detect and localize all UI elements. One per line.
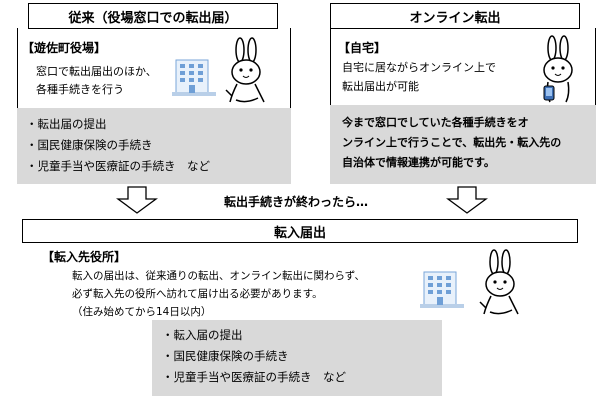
left-item-1: ・転出届の提出 bbox=[26, 117, 107, 131]
right-panel-header-text: オンライン転出 bbox=[409, 10, 501, 26]
bottom-panel-header: 転入届出 bbox=[22, 219, 578, 243]
bottom-panel-header-text: 転入届出 bbox=[273, 225, 326, 241]
down-arrow-left-icon bbox=[116, 186, 158, 214]
left-desc-line-2: 各種手続きを行う bbox=[36, 83, 124, 96]
bottom-desc-line-2: 必ず転入先の役所へ訪れて届け出る必要があります。 bbox=[72, 288, 323, 300]
bottom-item-3: ・児童手当や医療証の手続き など bbox=[162, 370, 346, 384]
bottom-items-box bbox=[152, 320, 442, 396]
home-label: 【自宅】 bbox=[338, 41, 387, 55]
left-item-2: ・国民健康保険の手続き bbox=[26, 138, 153, 152]
left-panel-header: 従来（役場窓口での転出届） bbox=[28, 3, 278, 29]
rabbit-mascot-icon bbox=[479, 249, 519, 315]
transition-text: 転出手続きが終わったら… bbox=[224, 195, 369, 209]
building-icon bbox=[172, 59, 216, 96]
down-arrow-right-icon bbox=[446, 186, 488, 214]
right-desc-line-2: 転出届出が可能 bbox=[342, 80, 419, 93]
right-panel-header: オンライン転出 bbox=[330, 3, 580, 29]
rabbit-with-phone-icon bbox=[543, 35, 573, 103]
right-info-line-2: ンライン上で行うことで、転出先・転入先の bbox=[342, 136, 562, 149]
building-icon bbox=[420, 271, 464, 308]
bottom-desc-line-3: （住み始めてから14日以内） bbox=[72, 306, 212, 318]
left-panel-header-text: 従来（役場窓口での転出届） bbox=[68, 10, 238, 26]
bottom-desc-line-1: 転入の届出は、従来通りの転出、オンライン転出に関わらず、 bbox=[72, 270, 366, 282]
left-desc-line-1: 窓口で転出届出のほか、 bbox=[36, 65, 157, 78]
right-info-box bbox=[330, 105, 596, 184]
left-items-box bbox=[17, 108, 291, 184]
right-info-line-3: 自治体で情報連携が可能です。 bbox=[342, 156, 495, 169]
bottom-item-2: ・国民健康保険の手続き bbox=[162, 349, 289, 363]
right-info-line-1: 今まで窓口でしていた各種手続きをオ bbox=[342, 116, 529, 129]
rabbit-mascot-icon bbox=[225, 37, 265, 103]
destination-office-label: 【転入先役所】 bbox=[42, 250, 127, 264]
right-desc-line-1: 自宅に居ながらオンライン上で bbox=[342, 61, 496, 74]
office-label: 【遊佐町役場】 bbox=[22, 41, 107, 55]
bottom-item-1: ・転入届の提出 bbox=[162, 328, 243, 342]
left-item-3: ・児童手当や医療証の手続き など bbox=[26, 159, 210, 173]
